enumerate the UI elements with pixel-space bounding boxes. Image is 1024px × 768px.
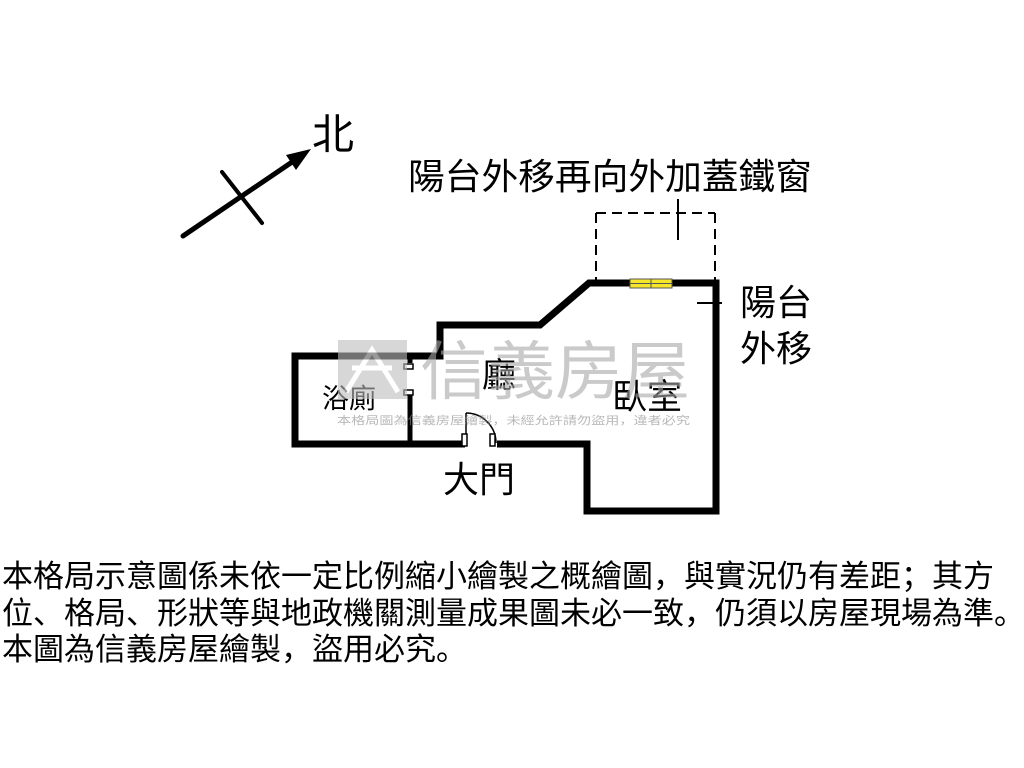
north-label: 北 <box>312 110 354 159</box>
north-arrow: 北 <box>180 110 354 239</box>
annotation-top: 陽台外移再向外加蓋鐵窗 <box>408 157 812 198</box>
watermark: 信義房屋 本格局圖為信義房屋繪製，未經允許請勿盜用，違者必究 <box>337 336 690 427</box>
floor-plan-diagram: 北 陽台外移再向外加蓋鐵窗 陽台 外移 廳 臥室 浴廁 大門 <box>180 110 812 515</box>
front-door-jamb-right <box>489 433 496 447</box>
disclaimer-line-2: 位、格局、形狀等與地政機關測量成果圖未必一致，仍須以房屋現場為準。 <box>2 595 1024 632</box>
window <box>629 278 673 289</box>
disclaimer: 本格局示意圖係未依一定比例縮小繪製之概繪圖，與實況仍有差距；其方 位、格局、形狀… <box>2 559 1024 669</box>
north-arrow-cross <box>220 170 264 225</box>
balcony-note-line2: 外移 <box>740 329 812 370</box>
balcony-extension-dashed <box>595 212 716 280</box>
front-door <box>461 412 497 447</box>
room-label-bedroom: 臥室 <box>612 378 682 418</box>
front-door-jamb-left <box>461 433 468 447</box>
watermark-brand: 信義房屋 <box>420 336 690 410</box>
room-label-living: 廳 <box>482 356 516 396</box>
watermark-logo-mark <box>343 345 401 394</box>
watermark-notice: 本格局圖為信義房屋繪製，未經允許請勿盜用，違者必究 <box>337 413 690 427</box>
balcony-note-line1: 陽台 <box>740 283 812 324</box>
disclaimer-line-3: 本圖為信義房屋繪製，盜用必究。 <box>2 632 467 668</box>
disclaimer-line-1: 本格局示意圖係未依一定比例縮小繪製之概繪圖，與實況仍有差距；其方 <box>2 559 994 595</box>
room-label-entrance: 大門 <box>443 460 515 501</box>
outer-walls <box>291 279 720 515</box>
north-arrow-head <box>286 149 311 170</box>
